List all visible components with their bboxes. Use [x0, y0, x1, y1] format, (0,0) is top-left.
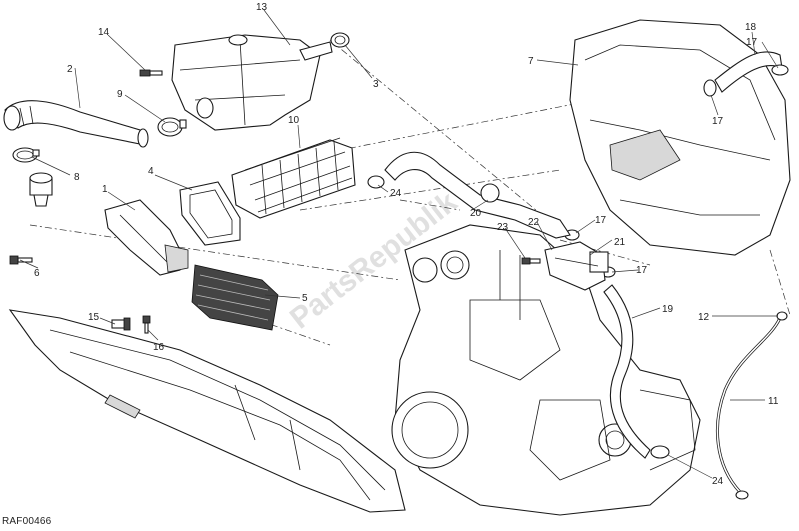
callout-19: 19: [662, 304, 674, 315]
air-duct: [104, 199, 189, 276]
callout-9: 9: [117, 89, 123, 100]
callout-20: 20: [470, 208, 482, 219]
breather-fitting: [29, 172, 53, 207]
callout-22: 22: [528, 217, 540, 228]
clamp-17a: [771, 64, 789, 76]
callout-labels: 2 14 13 3 9 10 8 4 1 6 5 15 16 7 18 17 1…: [34, 2, 779, 487]
callout-16: 16: [153, 342, 165, 353]
fitting-15: [111, 317, 131, 331]
callout-18: 18: [745, 22, 757, 33]
engine-block: [391, 224, 701, 516]
callout-21: 21: [614, 237, 626, 248]
callout-12: 12: [698, 312, 710, 323]
hose-clamp-8: [12, 147, 40, 163]
callout-23: 23: [497, 222, 509, 233]
screw-14: [139, 69, 163, 77]
callout-17b: 17: [712, 116, 724, 127]
callout-24a: 24: [390, 188, 402, 199]
breather-tank: [171, 34, 333, 131]
clamp-17b: [703, 79, 717, 97]
callout-5: 5: [302, 293, 308, 304]
callout-17c: 17: [595, 215, 607, 226]
clip-3: [330, 32, 350, 48]
callout-1: 1: [102, 184, 108, 195]
callout-2: 2: [67, 64, 73, 75]
clamp-24-top: [367, 175, 385, 189]
callout-17a: 17: [746, 37, 758, 48]
clamp-12: [776, 311, 788, 321]
clamp-24-lower: [650, 445, 670, 459]
callout-24b: 24: [712, 476, 724, 487]
callout-17d: 17: [636, 265, 648, 276]
callout-8: 8: [74, 172, 80, 183]
callout-4: 4: [148, 166, 154, 177]
callout-3: 3: [373, 79, 379, 90]
callout-6: 6: [34, 268, 40, 279]
filter-gasket: [179, 181, 241, 246]
intake-hose: [3, 100, 149, 148]
screw-6: [9, 255, 33, 265]
hose-clamp-9: [157, 117, 187, 137]
screw-23: [521, 257, 541, 265]
vent-hose-20: [384, 151, 571, 239]
callout-14: 14: [98, 27, 110, 38]
callout-7: 7: [528, 56, 534, 67]
valve-assembly: [544, 241, 609, 291]
hose-19: [603, 284, 651, 459]
rubber-bellows: [191, 264, 279, 331]
callout-10: 10: [288, 115, 300, 126]
callout-11: 11: [768, 396, 779, 407]
leader-lines: [19, 9, 779, 479]
callout-13: 13: [256, 2, 268, 13]
callout-15: 15: [88, 312, 100, 323]
air-filter: [231, 137, 356, 219]
screw-16: [142, 315, 151, 334]
reference-code: RAF00466: [2, 516, 52, 527]
drain-hose-11: [715, 317, 782, 500]
lower-cover: [8, 309, 406, 513]
